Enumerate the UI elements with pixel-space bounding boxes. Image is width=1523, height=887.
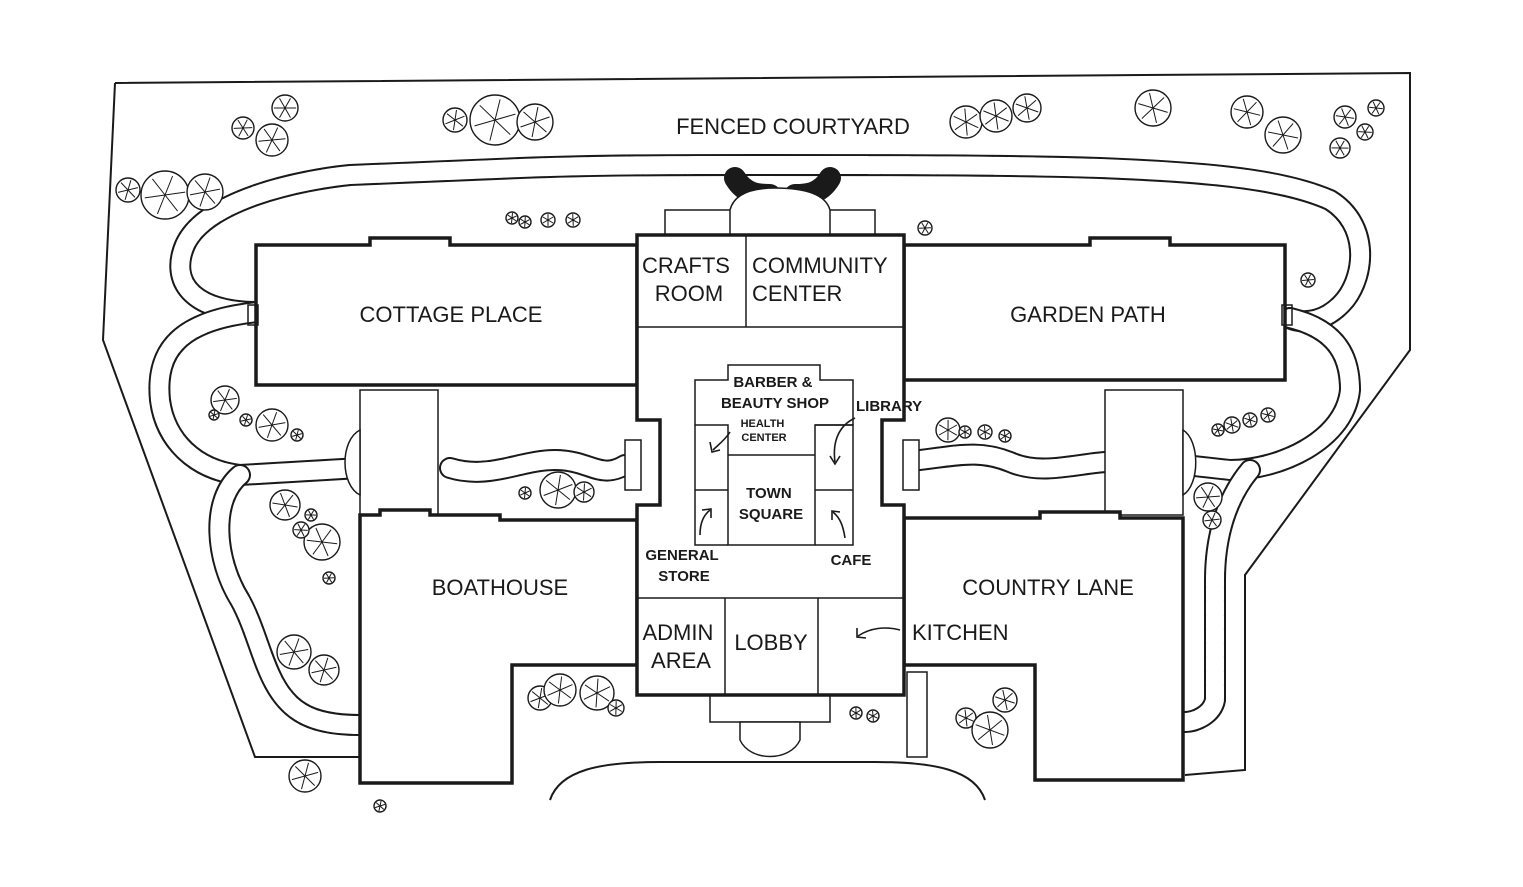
tree-icon	[269, 489, 301, 521]
tree-icon	[539, 471, 577, 509]
tree-icon	[573, 481, 595, 503]
tree-icon	[866, 709, 880, 723]
tree-icon	[516, 103, 554, 141]
wing-label-country-lane: COUNTRY LANE	[962, 575, 1134, 600]
tree-icon	[1230, 95, 1264, 129]
tree-icon	[518, 486, 532, 500]
wing-garden-path	[902, 236, 1293, 382]
tree-icon	[1202, 510, 1222, 530]
general-store-arrow	[699, 509, 711, 536]
wing-label-cottage-place: COTTAGE PLACE	[360, 302, 543, 327]
tree-icon	[565, 212, 581, 228]
tree-icon	[1211, 423, 1225, 437]
wing-boathouse	[358, 508, 639, 785]
tree-icon	[917, 220, 933, 236]
trees	[115, 89, 1385, 813]
tree-icon	[505, 211, 519, 225]
courtyard-label: FENCED COURTYARD	[676, 114, 910, 139]
tree-icon	[1260, 407, 1276, 423]
tree-icon	[543, 673, 577, 707]
tree-icon	[949, 105, 983, 139]
tree-icon	[210, 385, 240, 415]
tree-icon	[276, 634, 312, 670]
room-label-town-square: TOWN SQUARE	[739, 485, 803, 523]
central-building	[635, 233, 906, 697]
tree-icon	[958, 425, 972, 439]
tree-icon	[971, 711, 1009, 749]
tree-icon	[373, 799, 387, 813]
label-arrows	[699, 417, 901, 639]
tree-icon	[442, 107, 468, 133]
tree-icon	[1329, 137, 1351, 159]
tree-icon	[469, 94, 521, 146]
tree-icon	[607, 699, 625, 717]
tree-icon	[1223, 416, 1241, 434]
wing-label-garden-path: GARDEN PATH	[1010, 302, 1166, 327]
tree-icon	[1300, 272, 1316, 288]
courtyard-fence	[101, 71, 1411, 776]
driveway	[549, 761, 986, 801]
tree-icon	[208, 409, 220, 421]
tree-icon	[518, 215, 532, 229]
tree-icon	[115, 177, 141, 203]
tree-icon	[1134, 89, 1172, 127]
room-label-lobby: LOBBY	[734, 630, 808, 655]
room-label-community-center: COMMUNITY CENTER	[752, 253, 893, 306]
wing-label-boathouse: BOATHOUSE	[432, 575, 569, 600]
library-arrow	[833, 417, 856, 463]
kitchen-arrow	[857, 627, 901, 637]
tree-icon	[255, 408, 289, 442]
tree-icon	[304, 508, 318, 522]
tree-icon	[255, 123, 289, 157]
tree-icon	[308, 654, 340, 686]
tree-icon	[292, 521, 310, 539]
room-label-crafts-room: CRAFTS ROOM	[642, 253, 736, 306]
tree-icon	[1367, 99, 1385, 117]
tree-icon	[290, 428, 304, 442]
tree-icon	[992, 687, 1018, 713]
tree-icon	[579, 675, 615, 711]
wing-cottage-place	[247, 236, 639, 387]
wing-country-lane	[902, 510, 1185, 782]
tree-icon	[303, 523, 341, 561]
tree-icon	[271, 94, 299, 122]
room-label-barber: BARBER & BEAUTY SHOP	[721, 374, 829, 412]
tree-icon	[977, 424, 993, 440]
walking-path	[148, 154, 1372, 736]
tree-icon	[1264, 116, 1302, 154]
room-label-library: LIBRARY	[856, 398, 922, 415]
tree-icon	[1242, 412, 1258, 428]
tree-icon	[1012, 93, 1042, 123]
tree-icon	[849, 706, 863, 720]
room-label-admin-area: ADMIN AREA	[642, 620, 719, 673]
health-center-arrow	[712, 431, 731, 451]
tree-icon	[140, 170, 190, 220]
tree-icon	[998, 429, 1012, 443]
tree-icon	[186, 173, 224, 211]
tree-icon	[1356, 123, 1374, 141]
cafe-arrow	[832, 511, 846, 539]
tree-icon	[231, 116, 255, 140]
tree-icon	[979, 99, 1013, 133]
tree-icon	[935, 417, 961, 443]
paved-plazas	[344, 187, 1197, 758]
room-label-kitchen: KITCHEN	[912, 620, 1009, 645]
room-label-cafe: CAFE	[831, 552, 872, 569]
tree-icon	[288, 759, 322, 793]
tree-icon	[955, 707, 977, 729]
room-label-general-store: GENERAL STORE	[645, 547, 722, 585]
tree-icon	[239, 413, 253, 427]
tree-icon	[322, 571, 336, 585]
room-label-health-center: HEALTH CENTER	[741, 418, 788, 444]
tree-icon	[1193, 482, 1223, 512]
tree-icon	[540, 212, 556, 228]
tree-icon	[1333, 105, 1357, 129]
